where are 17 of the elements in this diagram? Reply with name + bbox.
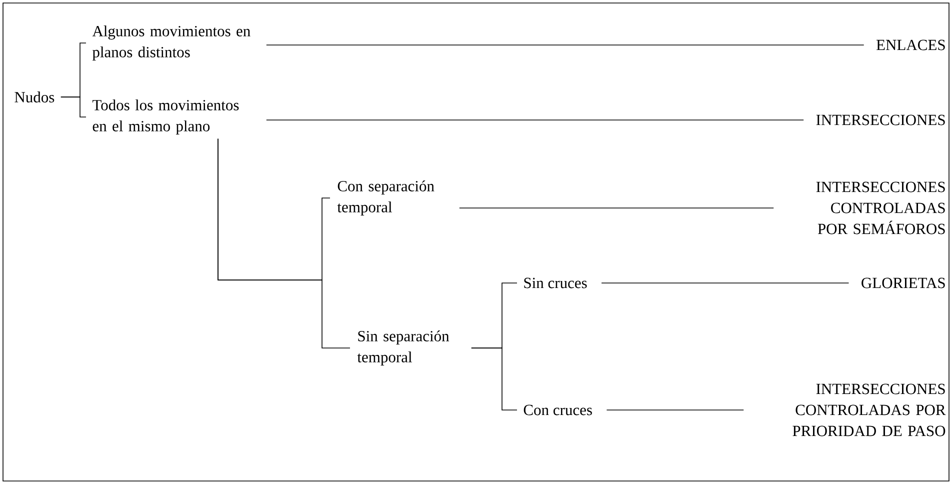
branch-label: Con cruces	[524, 404, 592, 416]
branch-label: Nudos	[14, 92, 54, 102]
category-label: INTERSECCIONES CONTROLADAS POR PRIORIDAD DE PASO	[792, 384, 946, 436]
category-label: GLORIETAS	[862, 278, 945, 288]
connector-line	[601, 282, 850, 284]
branch-label: Con separación temporal	[337, 180, 434, 216]
branch-label: Sin cruces	[524, 278, 587, 288]
category-label: INTERSECCIONES CONTROLADAS POR SEMÁFOROS	[816, 182, 945, 234]
connector-line	[266, 44, 864, 46]
branch-label: Algunos movimientos en planos distintos	[92, 25, 250, 61]
connector-line	[471, 348, 518, 410]
category-label: ENLACES	[876, 40, 945, 50]
category-label: INTERSECCIONES	[816, 114, 945, 126]
branch-label: Todos los movimientos en el mismo plano	[92, 99, 239, 135]
branch-label: Sin separación temporal	[357, 330, 450, 366]
connector-line	[60, 96, 86, 118]
connector-line	[218, 138, 350, 348]
